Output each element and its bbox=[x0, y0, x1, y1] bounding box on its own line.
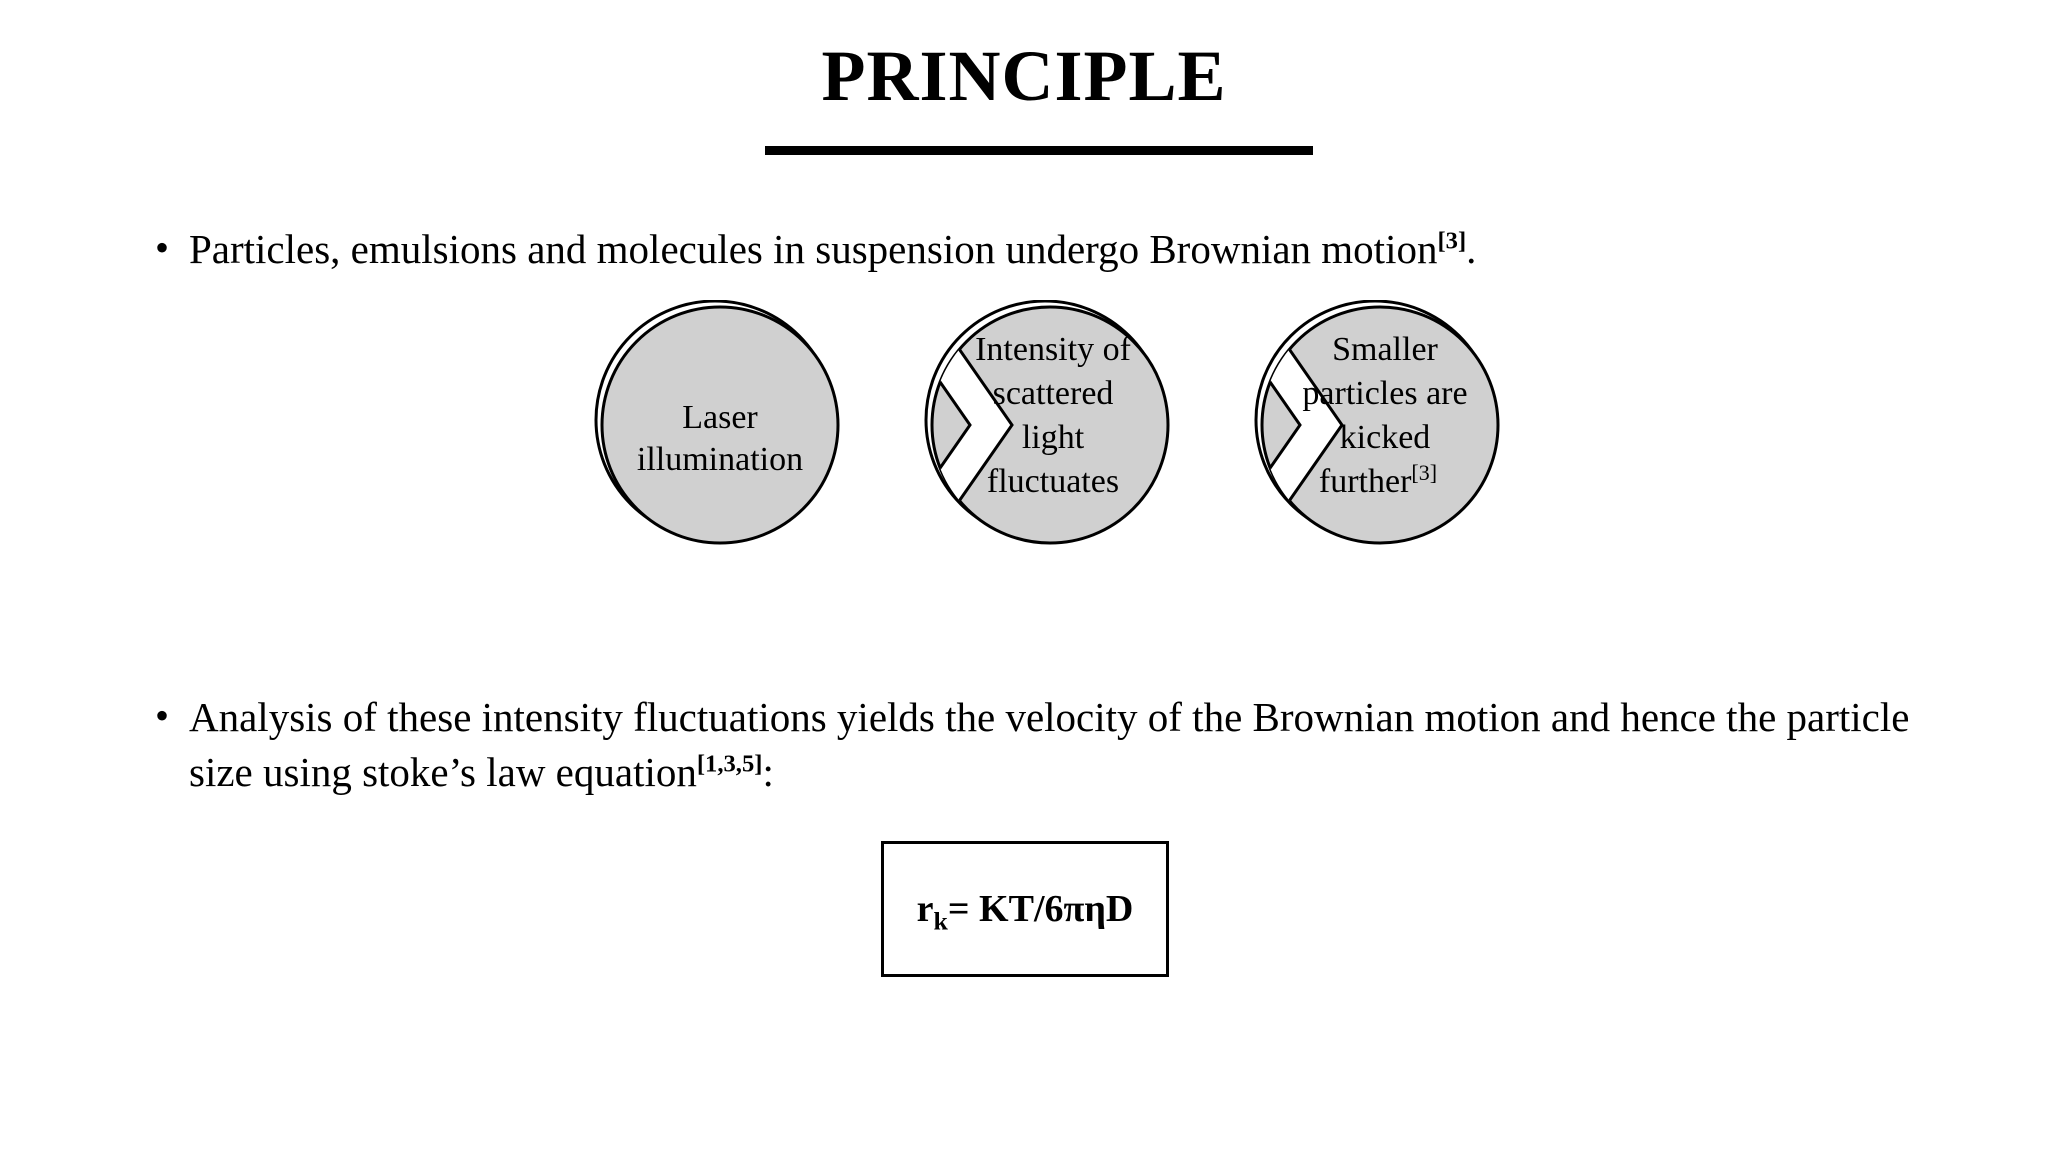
node-smaller-particles: Smaller particles are kicked further[3] bbox=[1254, 300, 1500, 545]
process-diagram: Laser illumination Intensity of scattere… bbox=[560, 300, 1560, 550]
page-title: PRINCIPLE bbox=[821, 36, 1227, 116]
bullet-marker-icon: • bbox=[155, 225, 170, 270]
bullet-2-line-1: Analysis of these intensity fluctuations… bbox=[189, 694, 1541, 740]
node-2-label-line-4: fluctuates bbox=[987, 463, 1119, 500]
node-1-label-line-2: illumination bbox=[637, 441, 803, 478]
node-3-label-line-1: Smaller bbox=[1332, 331, 1438, 368]
formula-expression: = KT/6πηD bbox=[947, 888, 1134, 930]
bullet-2-citation: [1,3,5] bbox=[696, 750, 763, 778]
node-intensity-fluctuates: Intensity of scattered light fluctuates bbox=[924, 300, 1170, 545]
node-1-label-line-1: Laser bbox=[682, 399, 758, 436]
formula-box: rk= KT/6πηD bbox=[881, 841, 1169, 977]
bullet-item-1: • Particles, emulsions and molecules in … bbox=[155, 222, 1955, 277]
bullet-2-line-2: and hence the particle size using stoke’… bbox=[189, 694, 1910, 795]
title-underline bbox=[765, 146, 1313, 155]
node-1-body bbox=[600, 305, 840, 545]
bullet-2-text: Analysis of these intensity fluctuations… bbox=[189, 690, 1935, 800]
node-3-citation: [3] bbox=[1411, 460, 1437, 485]
node-3-label-line-3: kicked bbox=[1340, 419, 1431, 456]
node-2-label-line-1: Intensity of bbox=[975, 331, 1131, 368]
bullet-1-main-text: Particles, emulsions and molecules in su… bbox=[189, 226, 1438, 272]
bullet-1-text: Particles, emulsions and molecules in su… bbox=[189, 222, 1476, 277]
node-3-body bbox=[1260, 305, 1500, 545]
bullet-1-trailing-text: . bbox=[1466, 226, 1477, 272]
node-2-label-line-2: scattered bbox=[993, 375, 1114, 412]
node-3-label-line-4: further[3] bbox=[1319, 460, 1437, 500]
node-2-label-line-3: light bbox=[1022, 419, 1085, 456]
node-2-body bbox=[930, 305, 1170, 545]
formula-subscript: k bbox=[933, 906, 948, 936]
bullet-marker-icon-2: • bbox=[155, 693, 170, 738]
node-laser-illumination: Laser illumination bbox=[594, 300, 840, 545]
formula-equation: rk= KT/6πηD bbox=[916, 887, 1134, 934]
node-3-label-line-4-text: further bbox=[1319, 463, 1412, 500]
node-3-label-line-2: particles are bbox=[1302, 375, 1467, 412]
bullet-2-trailing-text: : bbox=[762, 749, 774, 795]
bullet-1-citation: [3] bbox=[1437, 227, 1467, 255]
formula-variable: r bbox=[916, 888, 934, 930]
bullet-item-2: • Analysis of these intensity fluctuatio… bbox=[155, 690, 1935, 800]
